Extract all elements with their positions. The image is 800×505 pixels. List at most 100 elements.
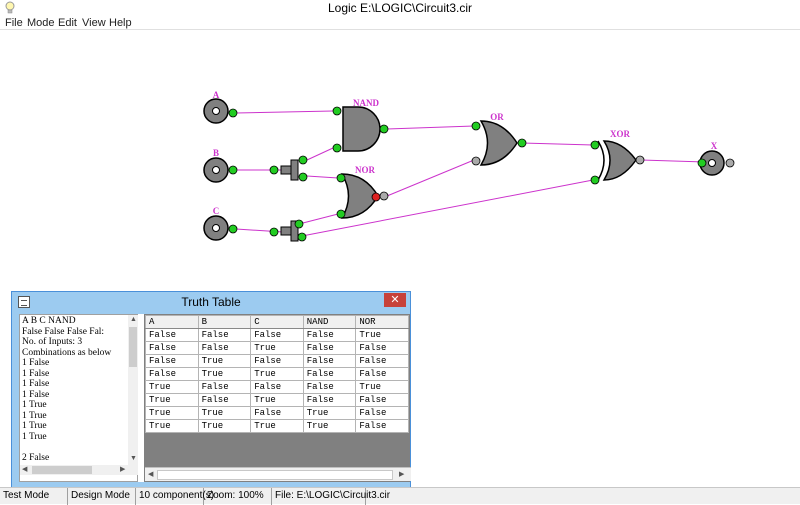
- scroll-right-icon[interactable]: ▶: [120, 466, 126, 473]
- grid-column-header[interactable]: NAND: [302, 315, 357, 329]
- scroll-left-icon[interactable]: ◀: [22, 466, 28, 473]
- table-cell: False: [145, 354, 199, 368]
- pin-not-c-out-2[interactable]: [297, 232, 307, 242]
- table-cell: False: [355, 341, 409, 355]
- xor-gate[interactable]: [602, 140, 637, 181]
- log-horizontal-scrollbar[interactable]: ◀ ▶: [20, 465, 138, 475]
- pin-xor-in-1[interactable]: [590, 140, 600, 150]
- scroll-left-icon[interactable]: ◀: [148, 471, 154, 478]
- grid-horizontal-scrollbar[interactable]: ◀ ▶: [145, 467, 411, 481]
- pin-x-in[interactable]: [697, 158, 707, 168]
- log-line: 1 True: [22, 421, 47, 431]
- input-b[interactable]: [203, 157, 229, 183]
- log-vertical-scrollbar[interactable]: ▲ ▼: [128, 315, 138, 465]
- table-cell: True: [355, 380, 409, 394]
- pin-not-c-out-1[interactable]: [294, 219, 304, 229]
- pin-nor-in-1[interactable]: [336, 173, 346, 183]
- circuit-canvas[interactable]: A B C NAND NOR OR XOR X: [0, 30, 800, 486]
- pin-or-in-2[interactable]: [471, 156, 481, 166]
- pin-not-c-in[interactable]: [269, 227, 279, 237]
- table-cell: False: [355, 367, 409, 381]
- grid-column-header[interactable]: C: [250, 315, 304, 329]
- log-line: 1 False: [22, 389, 50, 400]
- pin-xor-out[interactable]: [635, 155, 645, 165]
- menu-view[interactable]: View: [82, 17, 106, 29]
- pin-or-in-1[interactable]: [471, 121, 481, 131]
- close-icon[interactable]: ✕: [384, 293, 406, 307]
- table-cell: True: [250, 341, 304, 355]
- menu-file[interactable]: File: [5, 17, 23, 29]
- log-horizontal-thumb[interactable]: [32, 466, 92, 474]
- scroll-down-icon[interactable]: ▼: [130, 455, 137, 462]
- grid-column-header[interactable]: NOR: [355, 315, 409, 329]
- not-gate-b[interactable]: [280, 159, 299, 181]
- grid-column-header[interactable]: B: [197, 315, 252, 329]
- pin-not-b-out-2[interactable]: [298, 172, 308, 182]
- pin-not-b-out-1[interactable]: [298, 155, 308, 165]
- pin-nand-in-1[interactable]: [332, 106, 342, 116]
- table-cell: False: [197, 380, 252, 394]
- grid-horizontal-thumb[interactable]: [157, 470, 393, 480]
- log-line: 1 False: [22, 368, 50, 379]
- table-cell: False: [355, 419, 409, 433]
- not-gate-c[interactable]: [280, 220, 299, 242]
- pin-or-out[interactable]: [517, 138, 527, 148]
- pin-nor-in-2[interactable]: [336, 209, 346, 219]
- menu-bar: File Mode Edit View Help: [0, 16, 800, 30]
- pin-b-out[interactable]: [228, 165, 238, 175]
- scroll-right-icon[interactable]: ▶: [399, 471, 405, 478]
- table-cell: False: [302, 393, 357, 407]
- log-line: 2 False: [22, 452, 50, 463]
- pin-a-out[interactable]: [228, 108, 238, 118]
- pin-xor-in-2[interactable]: [590, 175, 600, 185]
- table-cell: False: [302, 367, 357, 381]
- nand-gate[interactable]: [342, 106, 381, 152]
- pin-nor-out-error[interactable]: [371, 192, 381, 202]
- table-cell: False: [250, 328, 304, 342]
- pin-x-out[interactable]: [725, 158, 735, 168]
- or-gate[interactable]: [479, 120, 518, 166]
- scroll-up-icon[interactable]: ▲: [130, 316, 137, 323]
- output-x[interactable]: [699, 150, 725, 176]
- menu-help[interactable]: Help: [109, 17, 132, 29]
- table-cell: False: [197, 328, 252, 342]
- table-cell: False: [197, 393, 252, 407]
- label-a: A: [213, 90, 220, 100]
- menu-edit[interactable]: Edit: [58, 17, 77, 29]
- wire-c-nor: [298, 213, 339, 225]
- window-title: Logic E:\LOGIC\Circuit3.cir: [327, 1, 473, 15]
- wire-xor-x: [640, 159, 706, 163]
- input-c[interactable]: [203, 215, 229, 241]
- table-cell: True: [145, 393, 199, 407]
- window-menu-icon[interactable]: [18, 296, 30, 308]
- pin-not-b-in[interactable]: [269, 165, 279, 175]
- truth-table-titlebar[interactable]: Truth Table ✕: [12, 292, 410, 312]
- pin-nand-in-2[interactable]: [332, 143, 342, 153]
- pin-c-out[interactable]: [228, 224, 238, 234]
- table-cell: False: [302, 354, 357, 368]
- input-a[interactable]: [203, 98, 229, 124]
- pin-nand-out[interactable]: [379, 124, 389, 134]
- nor-gate[interactable]: [340, 173, 379, 219]
- pin-nor-out[interactable]: [379, 191, 389, 201]
- grid-column-header[interactable]: A: [145, 315, 199, 329]
- wire-nand-or: [386, 125, 475, 130]
- table-cell: False: [302, 328, 357, 342]
- menu-mode[interactable]: Mode: [27, 17, 55, 29]
- table-cell: False: [145, 341, 199, 355]
- label-xor: XOR: [610, 129, 631, 139]
- log-vertical-thumb[interactable]: [129, 327, 137, 367]
- log-line: 1 False: [22, 358, 50, 368]
